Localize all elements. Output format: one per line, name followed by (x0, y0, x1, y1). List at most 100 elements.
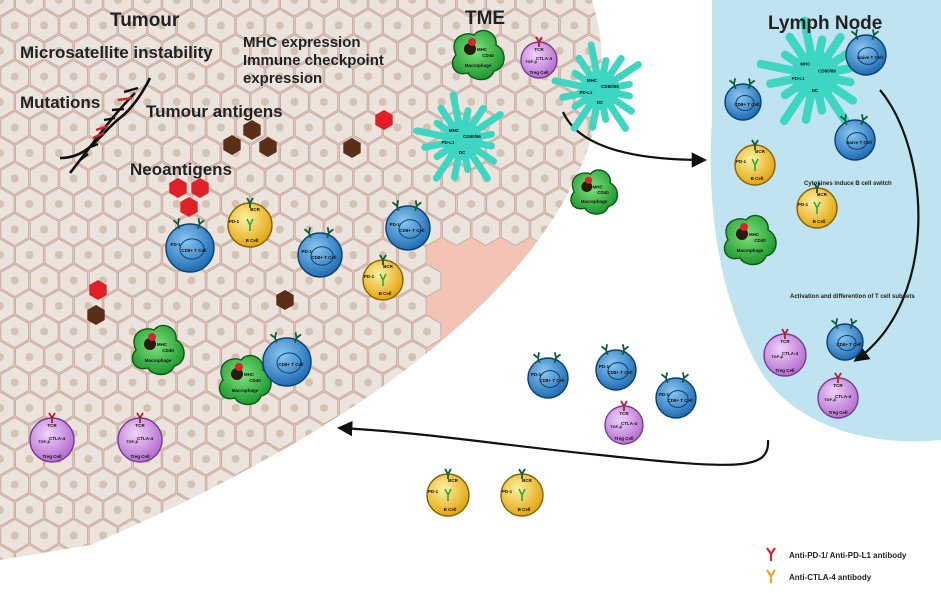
cell-marker-label: B Cell (518, 507, 531, 512)
tumour-cell (324, 111, 353, 144)
tumour-cell (383, 519, 412, 552)
tumour-cell (324, 60, 353, 93)
tumour-cell (500, 60, 530, 93)
tumour-cell (0, 366, 30, 399)
tumour-cell (118, 9, 147, 42)
cell-marker-label: CD8+ T Cell (667, 398, 692, 403)
neoantigen-icon (89, 280, 107, 300)
tumour-cell (456, 187, 486, 221)
tumour-cell (103, 85, 133, 119)
tumour-cell (397, 289, 427, 323)
tumour-cell (44, 187, 74, 221)
tumour-cell (29, 468, 59, 501)
tumour-cell (250, 0, 280, 17)
tumour-cell (250, 85, 280, 119)
legend-anti-pd1-label: Anti-PD-1/ Anti-PD-L1 antibody (789, 551, 907, 560)
tumour-cell (678, 61, 706, 93)
tumour-cell (265, 519, 295, 552)
tumour-cell (265, 417, 295, 450)
tumour-cell (634, 137, 662, 169)
tumour-cell (413, 571, 441, 589)
tumour-cell (162, 0, 191, 17)
cell-marker-label: CD40 (162, 348, 174, 353)
cell-marker-label: BCR (383, 264, 393, 269)
cell-marker-label: CD8+ T Cell (607, 370, 632, 375)
cell-marker-label: MHC (157, 342, 168, 347)
cell-marker-label: CTLA-4 (621, 421, 637, 426)
tumour-cell (397, 34, 427, 68)
tumour-cell (324, 366, 353, 399)
tumour-cell (383, 60, 412, 93)
tumour-cell (88, 162, 118, 195)
receptor-icon (600, 344, 609, 356)
tumour-cell (353, 9, 383, 42)
receptor-icon (532, 352, 541, 364)
cell-marker-label: CD40 (597, 190, 609, 195)
tumour-cell (280, 85, 309, 119)
tumour-cell (44, 289, 74, 323)
tumour-cell (339, 289, 368, 323)
tumour-cell (294, 315, 324, 348)
receptor-icon (326, 227, 334, 239)
tumour-cell (235, 417, 265, 450)
cell-marker-label: TCR (534, 47, 544, 52)
cell-marker-label: BCR (755, 149, 765, 154)
tumour-cell (15, 85, 44, 119)
tumour-cell (412, 60, 442, 93)
tumour-cell (162, 85, 191, 119)
cell-marker-label: CD8+ T Cell (399, 228, 424, 233)
tumour-cell (266, 571, 294, 589)
tumour-cell (177, 264, 206, 297)
tumour-cell (339, 85, 368, 119)
tumour-cell (221, 34, 250, 68)
tumour-antigen-icon (87, 305, 105, 325)
tumour-cell (0, 9, 30, 42)
tumour-cell (471, 213, 501, 246)
tumour-cell (0, 162, 30, 195)
cell-marker-label: CTLA-4 (536, 56, 552, 61)
tumour-cell (191, 391, 221, 425)
tumour-cell (191, 34, 221, 68)
tumour-cell (353, 213, 383, 246)
cell-marker-label: MHC (477, 47, 488, 52)
cell-marker-label: PD-1 (229, 219, 240, 224)
tumour-cell (191, 0, 221, 17)
tumour-cell (280, 0, 309, 17)
tumour-cell (0, 315, 30, 348)
tumour-cell (132, 0, 162, 17)
tumour-cell (30, 571, 58, 589)
tumour-cell (0, 187, 15, 221)
tumour-cell (309, 187, 339, 221)
tumour-cell (88, 417, 118, 450)
tumour-cell (324, 519, 353, 552)
tumour-cell (103, 289, 133, 323)
tumour-cell (119, 571, 147, 589)
tumour-cell (559, 9, 589, 42)
tumour-cell (29, 366, 59, 399)
tumour-cell (265, 162, 295, 195)
tumour-cell (309, 136, 339, 170)
tumour-cell (353, 60, 383, 93)
tumour-cell (148, 571, 176, 589)
tumour-cell (500, 162, 530, 195)
tumour-cell (103, 187, 133, 221)
neoantigen-icon (375, 110, 393, 130)
tumour-cell (29, 9, 59, 42)
tumour-cell (74, 391, 103, 425)
cell-marker-label: CD80/86 (818, 69, 836, 74)
tumour-cell (44, 34, 74, 68)
tumour-cell (74, 0, 103, 17)
receptor-icon (269, 332, 278, 344)
cell-marker-label: CD80/86 (601, 84, 619, 89)
tumour-cell (339, 34, 368, 68)
tumour-cell (235, 60, 265, 93)
tumour-cell (221, 85, 250, 119)
tumour-cell (88, 9, 118, 42)
tumour-cell (0, 442, 15, 476)
